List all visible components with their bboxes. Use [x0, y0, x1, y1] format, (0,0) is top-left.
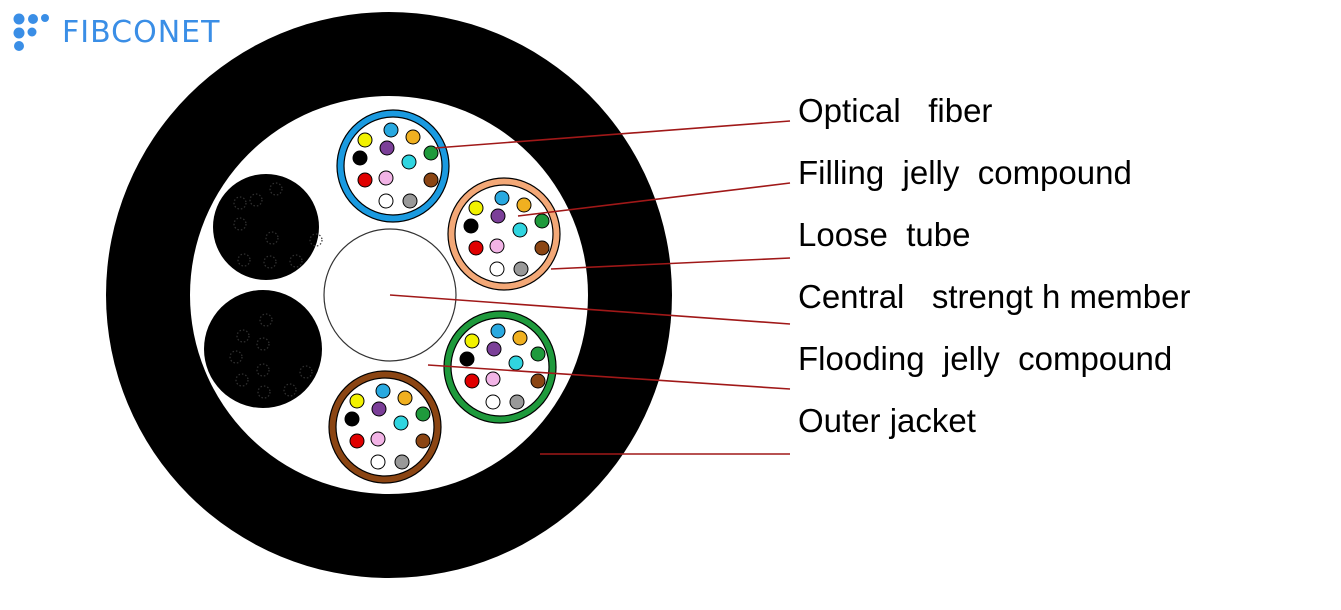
label-flooding-jelly-compound: Flooding jelly compound [798, 340, 1172, 377]
optical-fiber-yellow [349, 393, 365, 409]
optical-fiber-black [352, 150, 368, 166]
optical-fiber-yellow [357, 132, 373, 148]
optical-fiber-brown [534, 240, 550, 256]
filler-rod-upper [213, 174, 323, 280]
optical-fiber-aqua [512, 222, 528, 238]
filler-rod-lower [204, 290, 322, 408]
optical-fiber-rose [378, 170, 394, 186]
leader-line-filling-jelly [517, 182, 791, 217]
optical-fiber-blue [383, 122, 399, 138]
leader-line-central-strength [389, 294, 791, 325]
optical-fiber-aqua [508, 355, 524, 371]
leader-lines [389, 120, 791, 455]
optical-fiber-slate [513, 261, 529, 277]
optical-fiber-rose [370, 431, 386, 447]
optical-fiber-violet [371, 401, 387, 417]
optical-fiber-orange [512, 330, 528, 346]
optical-fiber-orange [397, 390, 413, 406]
optical-fiber-white [485, 394, 501, 410]
label-central-strength-member: Central strengt h member [798, 278, 1191, 315]
optical-fiber-yellow [468, 200, 484, 216]
optical-fiber-black [459, 351, 475, 367]
dot-cluster-logo-icon [13, 13, 49, 51]
optical-fiber-green [534, 213, 550, 229]
optical-fiber-rose [485, 371, 501, 387]
optical-fiber-white [489, 261, 505, 277]
optical-fiber-violet [486, 341, 502, 357]
optical-fiber-yellow [464, 333, 480, 349]
optical-fiber-violet [379, 140, 395, 156]
loose-tube-blue [336, 109, 450, 223]
optical-fiber-blue [490, 323, 506, 339]
leader-line-optical-fiber [434, 120, 791, 149]
optical-fiber-red [468, 240, 484, 256]
optical-fiber-orange [516, 197, 532, 213]
optical-fiber-slate [394, 454, 410, 470]
optical-fiber-black [344, 411, 360, 427]
brand-logo: FIBCONET [13, 13, 220, 51]
optical-fiber-aqua [393, 415, 409, 431]
optical-fiber-brown [423, 172, 439, 188]
optical-fiber-slate [509, 394, 525, 410]
optical-fiber-brown [530, 373, 546, 389]
optical-fiber-blue [494, 190, 510, 206]
label-outer-jacket: Outer jacket [798, 402, 976, 439]
optical-fiber-green [415, 406, 431, 422]
optical-fiber-green [423, 145, 439, 161]
loose-tube-green [443, 310, 557, 424]
optical-fiber-violet [490, 208, 506, 224]
leader-line-flooding-jelly [427, 364, 791, 390]
optical-fiber-blue [375, 383, 391, 399]
optical-fiber-green [530, 346, 546, 362]
optical-fiber-orange [405, 129, 421, 145]
loose-tube-brown [328, 370, 442, 484]
optical-fiber-red [357, 172, 373, 188]
optical-fiber-aqua [401, 154, 417, 170]
optical-fiber-red [464, 373, 480, 389]
label-optical-fiber: Optical fiber [798, 92, 992, 129]
leader-line-loose-tube [550, 257, 791, 270]
label-loose-tube: Loose tube [798, 216, 970, 253]
label-filling-jelly-compound: Filling jelly compound [798, 154, 1132, 191]
optical-fiber-white [378, 193, 394, 209]
optical-fiber-red [349, 433, 365, 449]
optical-fiber-brown [415, 433, 431, 449]
optical-fiber-white [370, 454, 386, 470]
optical-fiber-black [463, 218, 479, 234]
optical-fiber-rose [489, 238, 505, 254]
optical-fiber-slate [402, 193, 418, 209]
brand-name: FIBCONET [62, 15, 220, 50]
loose-tube-orange [447, 177, 561, 291]
